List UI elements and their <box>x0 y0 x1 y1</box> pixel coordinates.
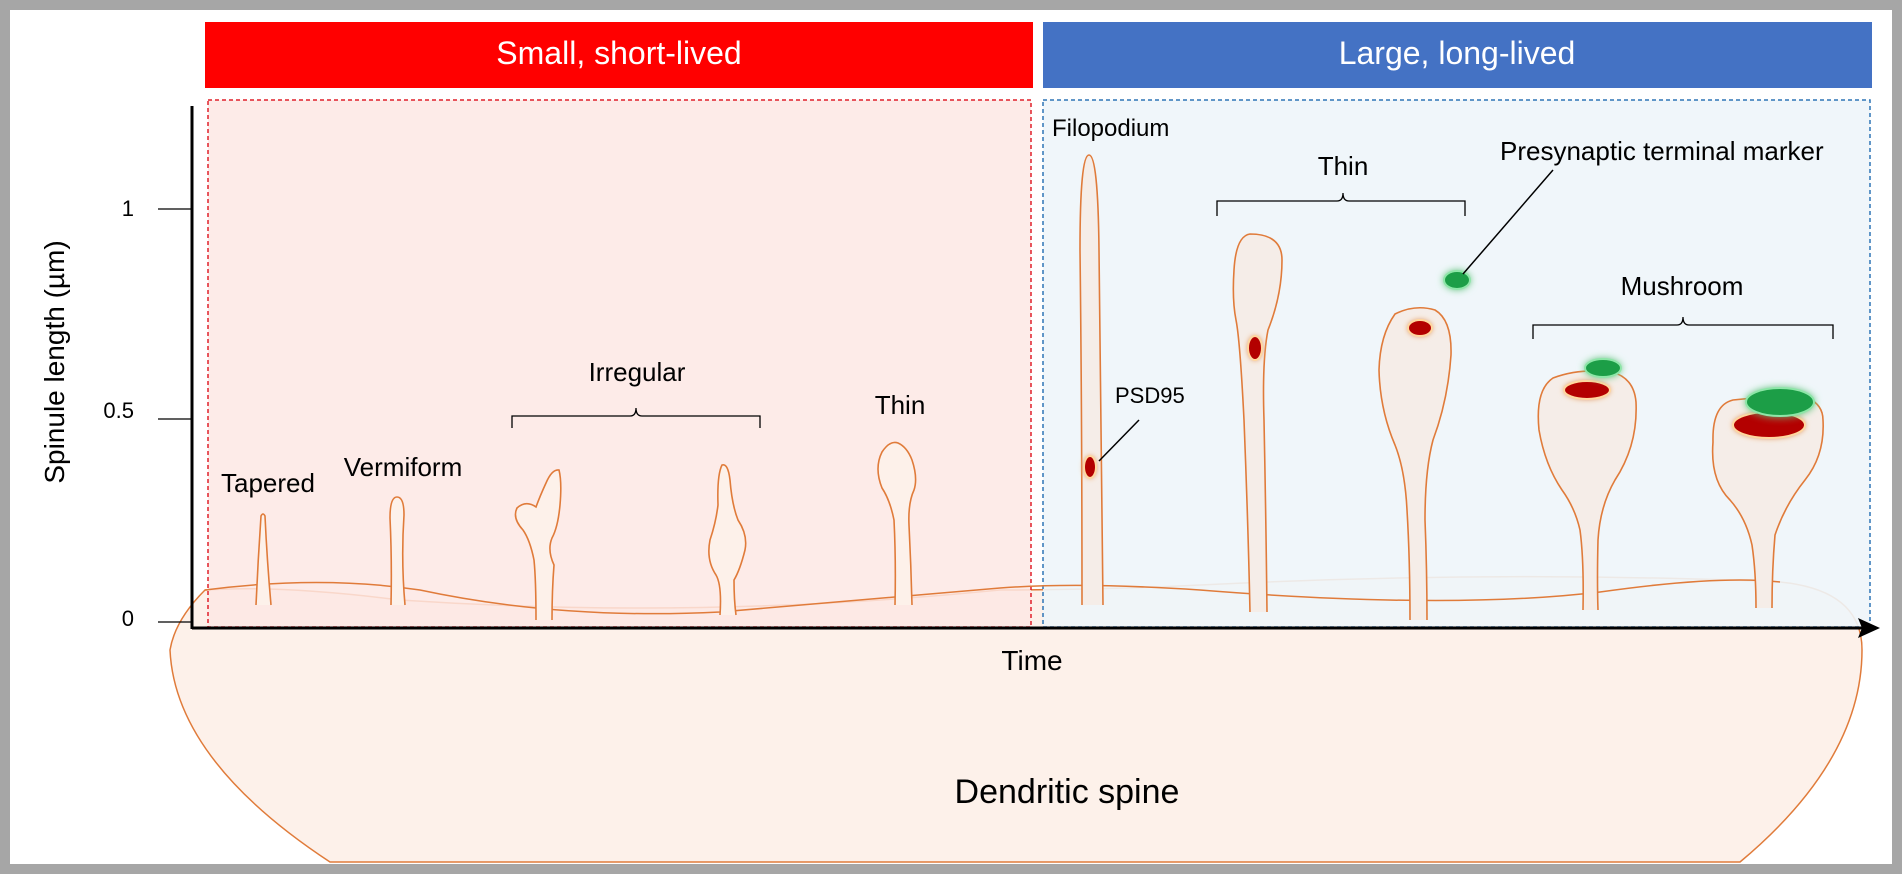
short-lived-panel <box>207 99 1032 628</box>
presynaptic-marker-mushroom-1 <box>1584 358 1622 378</box>
psd95-dot-thin-1 <box>1247 335 1263 361</box>
psd95-dot-filopodium <box>1083 455 1097 479</box>
psd95-dot-mushroom-1 <box>1563 380 1611 400</box>
tapered-spinule <box>255 513 272 606</box>
thin-large-spinule-2 <box>1378 306 1452 621</box>
dendritic-spine-label: Dendritic spine <box>955 773 1180 811</box>
thin-large-label: Thin <box>1318 151 1369 181</box>
irregular-spinule-2 <box>708 464 747 616</box>
psd95-label: PSD95 <box>1115 383 1185 408</box>
thin-large-spinule-1 <box>1232 233 1283 613</box>
psd95-dot-thin-2 <box>1407 319 1433 337</box>
presynaptic-marker-free <box>1443 270 1471 290</box>
filopodium-spinule <box>1079 154 1104 606</box>
irregular-bracket <box>511 407 761 428</box>
y-tick-label-0: 0 <box>122 606 134 631</box>
large-long-lived-banner <box>1043 22 1872 88</box>
presynaptic-label: Presynaptic terminal marker <box>1500 136 1824 166</box>
small-short-lived-label: Small, short-lived <box>496 35 741 71</box>
shaft-surface <box>204 579 1781 615</box>
mushroom-label: Mushroom <box>1621 271 1744 301</box>
vermiform-label: Vermiform <box>344 452 462 482</box>
psd95-pointer <box>1098 419 1140 462</box>
y-axis-label: Spinule length (µm) <box>39 240 70 483</box>
small-short-lived-banner <box>205 22 1033 88</box>
thin-large-bracket <box>1216 192 1466 216</box>
y-tick-label-1: 1 <box>122 196 134 221</box>
presynaptic-marker-mushroom-2 <box>1745 387 1815 417</box>
presynaptic-pointer <box>1462 169 1554 275</box>
thin-small-label: Thin <box>875 390 926 420</box>
filopodium-label: Filopodium <box>1052 115 1169 142</box>
mushroom-bracket <box>1532 316 1834 339</box>
irregular-label: Irregular <box>589 357 686 387</box>
y-tick-label-0.5: 0.5 <box>103 398 134 423</box>
tapered-label: Tapered <box>221 468 315 498</box>
x-axis-arrowhead <box>1858 618 1880 638</box>
long-lived-panel <box>1042 99 1871 628</box>
large-long-lived-label: Large, long-lived <box>1339 35 1576 71</box>
vermiform-spinule <box>389 496 406 606</box>
x-axis-label: Time <box>1001 645 1062 676</box>
thin-small-spinule <box>877 441 917 606</box>
irregular-spinule-1 <box>514 469 562 621</box>
